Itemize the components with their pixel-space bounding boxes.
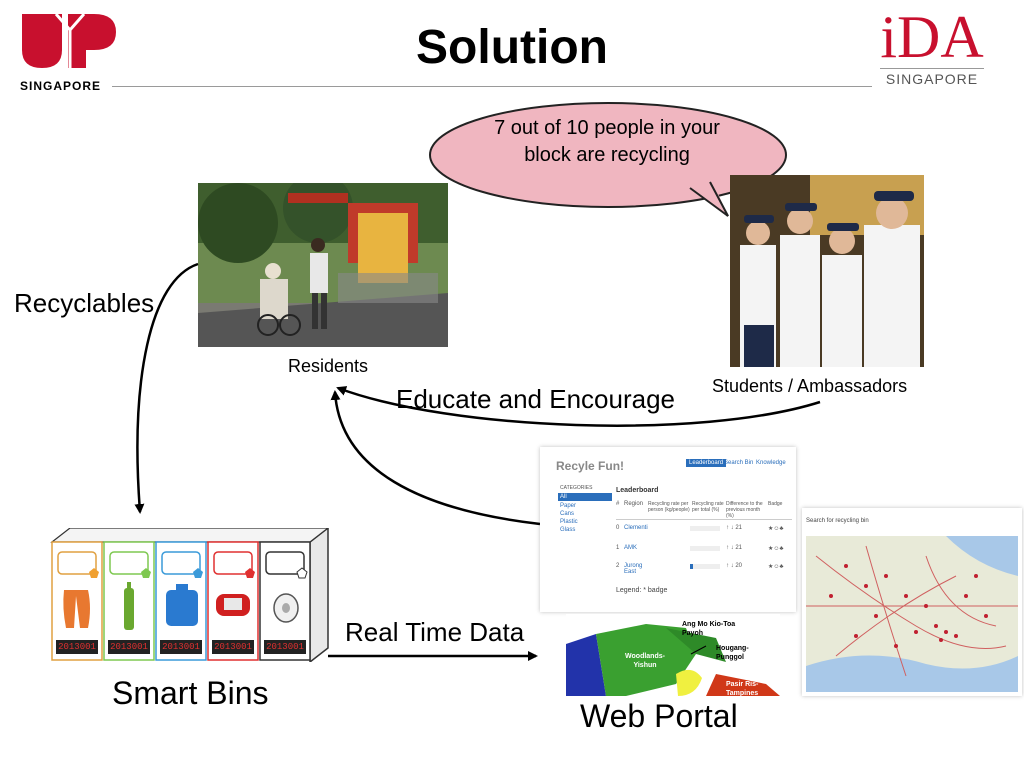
smart-bins-illustration: 2013001 2013001 2013001 2013001 2013001	[50, 526, 335, 664]
portal-row-2-bar-fill	[690, 564, 693, 569]
portal-row-0-diff: ↑ ↓ 21	[726, 525, 743, 531]
up-logo-icon	[22, 13, 116, 68]
portal-legend: Legend: * badge	[616, 587, 668, 594]
portal-col-rate-person: Recycling rate per person (kg/people)	[648, 501, 690, 513]
region-hougang-punggol: Hougang-Punggol	[716, 645, 749, 661]
portal-row-1-rank: 1	[616, 545, 620, 551]
smart-bins-label: Smart Bins	[112, 675, 269, 711]
portal-tab-search-bin[interactable]: Search Bin	[724, 460, 754, 466]
portal-table-divider	[616, 519, 792, 520]
portal-app-title: Recyle Fun!	[556, 459, 625, 473]
portal-col-rate-total: Recycling rate per total (%)	[692, 501, 724, 513]
students-label: Students / Ambassadors	[712, 376, 908, 396]
portal-category-paper[interactable]: Paper	[560, 503, 577, 509]
students-photo-illustration	[730, 175, 924, 367]
ida-logo-subtitle: SINGAPORE	[885, 71, 979, 87]
portal-row-0-bar	[690, 526, 720, 531]
portal-bin-map-screenshot: Search for recycling bin	[802, 508, 1022, 696]
portal-col-region: Region	[624, 501, 644, 507]
portal-row-1-diff: ↑ ↓ 21	[726, 545, 743, 551]
bin-map-illustration	[806, 536, 1018, 692]
speech-bubble-text: 7 out of 10 people in your block are rec…	[494, 117, 720, 166]
portal-col-difference: Difference to the previous month (%)	[726, 501, 763, 519]
portal-row-0-badge: ★☺♣	[768, 526, 784, 532]
bin-plastic-display: 2013001	[162, 642, 200, 652]
slide-title: Solution	[416, 21, 608, 74]
portal-row-0-rank: 0	[616, 525, 620, 531]
portal-leaderboard-screenshot: Recyle Fun! Leaderboard Search Bin Knowl…	[540, 447, 796, 612]
region-pasir-ris-tampines: Pasir Ris-Tampines	[726, 681, 759, 696]
portal-row-2-diff: ↑ ↓ 20	[726, 563, 743, 569]
portal-categories-header: CATEGORIES	[560, 485, 593, 491]
up-logo-subtitle: SINGAPORE	[20, 79, 102, 93]
region-amk-tp: Ang Mo Kio-Toa Payoh	[682, 621, 736, 637]
region-woodlands-yishun: Woodlands-Yishun	[625, 653, 665, 669]
portal-category-all[interactable]: All	[558, 493, 612, 501]
portal-region-map: Ang Mo Kio-Toa Payoh Woodlands-Yishun Ho…	[566, 614, 780, 696]
residents-photo-illustration	[198, 183, 448, 347]
up-singapore-logo: SINGAPORE	[20, 12, 120, 93]
bin-paper-display: 2013001	[58, 642, 96, 652]
portal-row-1-badge: ★☺♣	[768, 546, 784, 552]
portal-category-cans[interactable]: Cans	[560, 511, 575, 517]
real-time-data-label: Real Time Data	[345, 617, 525, 647]
portal-category-glass[interactable]: Glass	[560, 527, 576, 533]
portal-row-2-badge: ★☺♣	[768, 564, 784, 570]
portal-row-1-bar	[690, 546, 720, 551]
title-divider	[112, 86, 872, 87]
ida-singapore-logo: iDA SINGAPORE	[872, 6, 992, 90]
students-photo	[730, 175, 924, 367]
portal-tab-knowledge[interactable]: Knowledge	[756, 460, 786, 466]
web-portal-label: Web Portal	[580, 698, 738, 734]
bin-cans-display: 2013001	[214, 642, 252, 652]
region-map-illustration	[566, 614, 780, 696]
recyclables-label: Recyclables	[14, 288, 155, 318]
smart-bins-icon	[50, 526, 330, 664]
residents-label: Residents	[288, 356, 369, 376]
bin-general-display: 2013001	[266, 642, 304, 652]
speech-bubble	[429, 102, 787, 217]
portal-row-1-region[interactable]: AMK	[624, 545, 638, 551]
ida-logo-letters: iDA	[880, 4, 984, 70]
residents-photo	[198, 183, 448, 347]
portal-row-2-bar-track	[690, 564, 720, 569]
portal-col-badge: Badge	[768, 501, 783, 507]
portal-tab-leaderboard[interactable]: Leaderboard	[686, 459, 727, 467]
portal-row-2-rank: 2	[616, 563, 620, 569]
educate-label: Educate and Encourage	[396, 384, 675, 414]
portal-col-rank: #	[616, 501, 620, 507]
portal-map-search-label: Search for recycling bin	[806, 518, 869, 524]
portal-leaderboard-title: Leaderboard	[616, 487, 659, 494]
portal-row-0-region[interactable]: Clementi	[624, 525, 648, 531]
portal-row-2-region[interactable]: Jurong East	[624, 563, 643, 575]
bin-glass-display: 2013001	[110, 642, 148, 652]
portal-category-plastic[interactable]: Plastic	[560, 519, 578, 525]
bin-location-map[interactable]	[806, 536, 1018, 692]
